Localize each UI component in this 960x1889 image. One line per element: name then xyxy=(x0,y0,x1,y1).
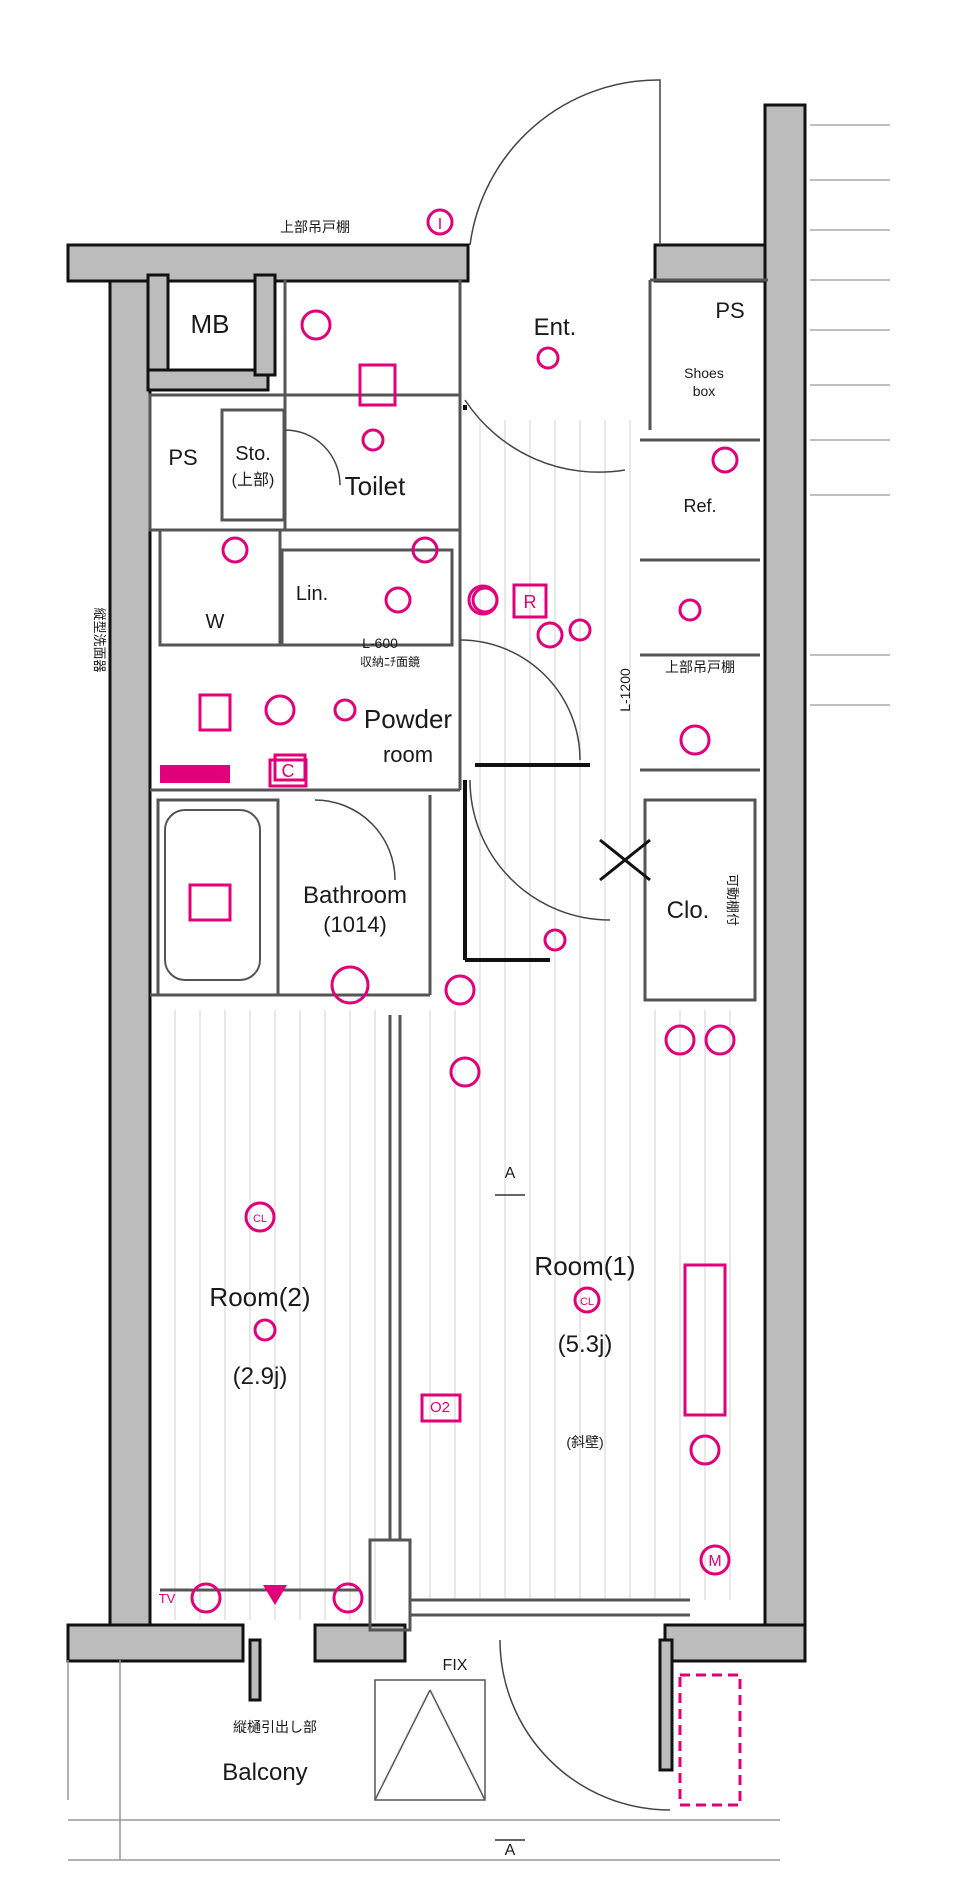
l600-sub-note: 収納ﾆﾁ面鏡 xyxy=(360,654,420,669)
c-outlet xyxy=(268,758,308,788)
clo-label: Clo. xyxy=(667,897,710,924)
w-label: W xyxy=(206,611,225,633)
equipment-symbols xyxy=(188,208,742,1807)
c-symbol: C xyxy=(282,761,295,781)
mb-label: MB xyxy=(191,309,230,339)
bathroom-label: Bathroom xyxy=(303,882,407,909)
ps-left-label: PS xyxy=(168,445,197,470)
sto-sub-label: (上部) xyxy=(232,471,275,489)
floor-drain-marker xyxy=(263,1585,287,1605)
m-symbol: M xyxy=(708,1553,721,1570)
sto-label: Sto. xyxy=(235,443,271,465)
l600-note: L-600 xyxy=(362,635,398,651)
kitchen-hanging-note: 上部吊戸棚 xyxy=(665,659,735,675)
l1200-note: L-1200 xyxy=(617,668,633,712)
clo-vertical-note: 可動棚付 xyxy=(725,874,740,926)
lin-label: Lin. xyxy=(296,583,328,605)
sloped-wall-note: (斜壁) xyxy=(566,1434,603,1450)
tv-symbol: TV xyxy=(159,1591,176,1606)
side-vertical-note: 縦型洗面器 xyxy=(92,607,107,672)
partitions xyxy=(148,278,768,1632)
room2-label: Room(2) xyxy=(209,1282,310,1312)
bathroom-size-label: (1014) xyxy=(323,912,387,937)
powder-room-label-2: room xyxy=(383,742,433,767)
room1-size-label: (5.3j) xyxy=(558,1331,613,1358)
o2-symbol: O2 xyxy=(430,1399,450,1416)
balcony-frame xyxy=(67,1660,780,1861)
room1-label: Room(1) xyxy=(534,1251,635,1281)
walls xyxy=(66,103,807,1772)
shoes-box-label-1: Shoes xyxy=(684,365,724,381)
ref-label: Ref. xyxy=(683,496,716,516)
washing-machine-pan xyxy=(160,765,230,783)
ent-label: Ent. xyxy=(534,314,577,341)
section-a-bottom: A xyxy=(505,1842,516,1859)
floor-lines xyxy=(174,420,731,1620)
top-hanging-note: 上部吊戸棚 xyxy=(280,219,350,235)
toilet-label: Toilet xyxy=(345,471,406,501)
exterior-lines xyxy=(810,124,890,706)
r-symbol: R xyxy=(524,592,537,612)
shoes-box-label-2: box xyxy=(693,383,716,399)
room2-size-label: (2.9j) xyxy=(233,1363,288,1390)
section-a-top: A xyxy=(505,1165,516,1182)
fix-note: FIX xyxy=(443,1657,468,1674)
ps-right-label: PS xyxy=(715,298,744,323)
door-swings xyxy=(284,79,671,1811)
cl-symbol-room1: CL xyxy=(580,1296,594,1308)
powder-room-label-1: Powder xyxy=(364,704,452,734)
balcony-drain-note: 縦樋引出し部 xyxy=(233,1719,317,1735)
intercom-symbol: I xyxy=(438,216,442,233)
balcony-label: Balcony xyxy=(222,1759,307,1786)
o2-outlet xyxy=(420,1393,462,1423)
bathtub xyxy=(164,809,261,981)
cl-symbol-room2: CL xyxy=(253,1213,267,1225)
r-outlet xyxy=(512,583,548,619)
